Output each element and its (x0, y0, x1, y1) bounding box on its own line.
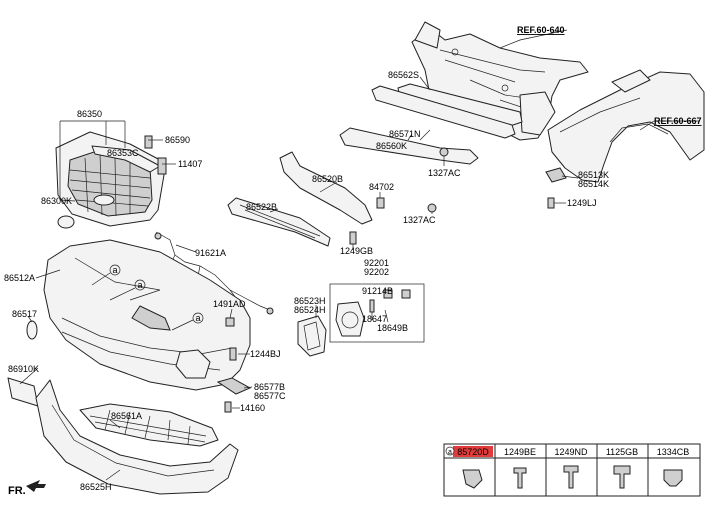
wiring-harness-91621A (155, 231, 271, 311)
screw-1249LJ (547, 197, 555, 209)
bolt-86590 (144, 135, 153, 149)
radiator-grille (55, 131, 165, 227)
bolt-1244BJ (229, 347, 237, 361)
label-86513K: 86513K (578, 170, 609, 180)
label-92202: 92202 (364, 267, 389, 277)
fr-label: FR. (8, 485, 26, 497)
label-11407: 11407 (178, 159, 202, 169)
label-1249GB: 1249GB (340, 246, 373, 256)
label-86560K: 86560K (376, 141, 407, 151)
label-86520B: 86520B (312, 174, 343, 184)
front-fender (547, 69, 705, 183)
callout-a-3: a (195, 313, 200, 323)
label-1327AC-a: 1327AC (428, 168, 461, 178)
label-86577B: 86577B (254, 382, 285, 392)
emblem-86300K (57, 215, 75, 229)
screw-1249BE-icon (513, 467, 527, 489)
bolt-11407 (157, 157, 167, 175)
callout-a-2: a (137, 280, 142, 290)
label-86517: 86517 (12, 309, 37, 319)
fr-arrow-icon (26, 480, 46, 492)
label-86562S: 86562S (388, 70, 419, 80)
screw-1249GB (349, 231, 357, 245)
beam-86571N (371, 85, 516, 139)
clip-1491AD (225, 317, 235, 327)
label-86571N: 86571N (389, 129, 421, 139)
label-86577C: 86577C (254, 391, 286, 401)
fog-lamp-box (329, 283, 425, 343)
table-header-1: 1249BE (504, 447, 536, 457)
table-header-2: 1249ND (554, 447, 588, 457)
label-86525H: 86525H (80, 482, 112, 492)
label-86590: 86590 (165, 135, 190, 145)
label-86523H: 86523H (294, 296, 326, 306)
label-86561A: 86561A (111, 411, 142, 421)
label-92201: 92201 (364, 258, 389, 268)
label-1249LJ: 1249LJ (567, 198, 597, 208)
label-86300K: 86300K (41, 196, 72, 206)
fastener-table: a 85720D 1249BE 1249ND 1125GB 1334CB (443, 443, 701, 497)
bumper-cover (43, 239, 251, 391)
label-18649B: 18649B (377, 323, 408, 333)
label-91621A: 91621A (195, 248, 226, 258)
fog-bezel-86523H (297, 315, 327, 357)
table-header-3: 1125GB (606, 447, 638, 457)
callout-a-1: a (112, 265, 117, 275)
label-14160: 14160 (240, 403, 265, 413)
label-86522B: 86522B (246, 202, 277, 212)
clip-85720D-icon (462, 469, 483, 489)
label-91214B: 91214B (362, 286, 393, 296)
lower-grille-86561A (79, 403, 219, 447)
absorber-86520B (279, 151, 373, 225)
label-86524H: 86524H (294, 305, 326, 315)
ref-right: REF.60-667 (654, 116, 702, 126)
clip-84702 (376, 197, 385, 209)
table-marker-a: a (448, 449, 452, 456)
plate-bracket-86910K (7, 377, 39, 407)
tow-cap-86517 (26, 320, 38, 340)
label-84702: 84702 (369, 182, 394, 192)
clip-14160 (224, 401, 232, 413)
label-18647: 18647 (362, 314, 387, 324)
table-header-0: 85720D (457, 447, 489, 457)
lower-bumper-86525H (35, 379, 239, 495)
nut-1327AC-b (427, 203, 437, 213)
label-1244BJ: 1244BJ (250, 349, 281, 359)
label-1327AC-b: 1327AC (403, 215, 436, 225)
strip-86522B (227, 197, 331, 247)
label-86350: 86350 (77, 109, 102, 119)
label-86512A: 86512A (4, 273, 35, 283)
label-86353C: 86353C (107, 148, 139, 158)
nut-1327AC-a (439, 147, 449, 157)
fog-lamp (335, 301, 365, 337)
screw-1249ND-icon (563, 465, 579, 489)
label-86910K: 86910K (8, 364, 39, 374)
bracket-86513K (545, 167, 567, 183)
label-86514K: 86514K (578, 179, 609, 189)
bracket-86577B (216, 377, 252, 395)
front-direction-indicator: FR. (8, 480, 46, 497)
leader-lines (19, 29, 700, 481)
bolt-1125GB-icon (613, 465, 631, 489)
part-labels: 86350 86353C 86590 11407 86300K 86562S 8… (4, 25, 702, 492)
table-header-4: 1334CB (657, 447, 690, 457)
callout-markers: a a a (91, 264, 204, 331)
clip-1334CB-icon (663, 469, 683, 487)
label-1491AD: 1491AD (213, 299, 246, 309)
ref-top: REF.60-640 (517, 25, 565, 35)
